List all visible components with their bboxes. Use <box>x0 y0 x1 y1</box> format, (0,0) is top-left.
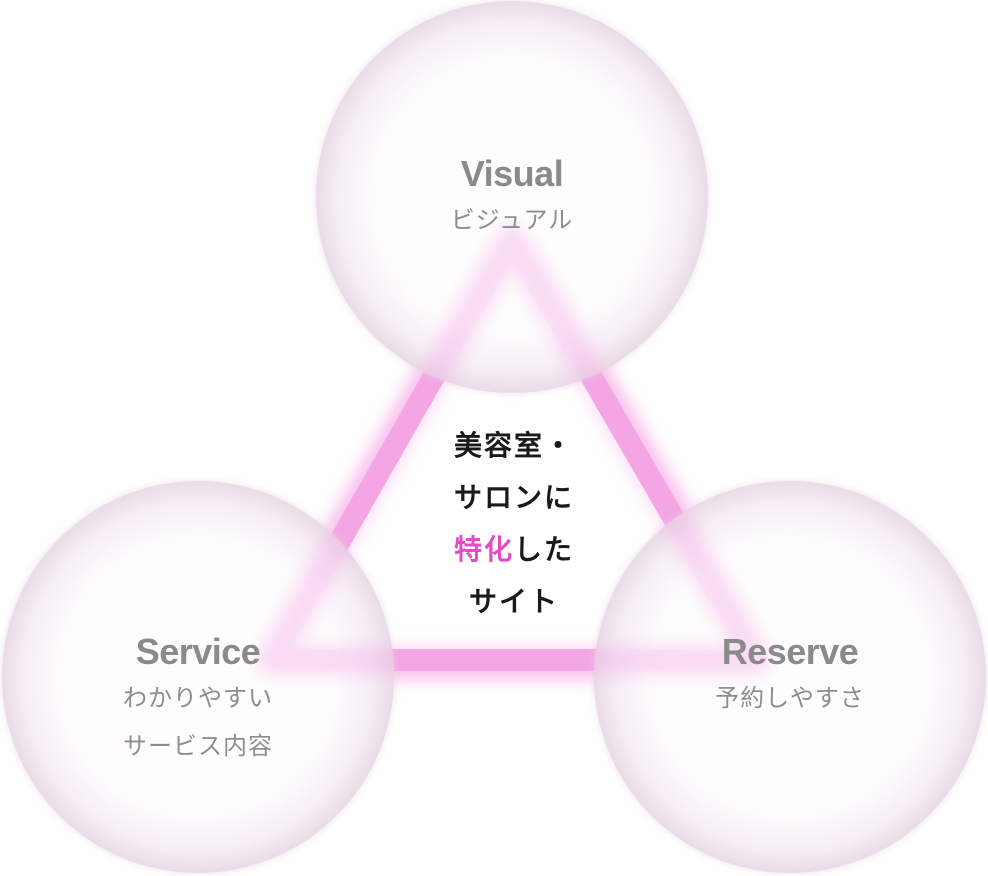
triangle-through-circles <box>257 225 771 675</box>
node-visual-subtitle: ビジュアル <box>450 206 574 234</box>
center-highlight: 特化 <box>453 533 514 566</box>
node-service-subtitle-1: わかりやすい <box>123 684 273 712</box>
center-caption: 美容室・ サロンに 特化した サイト <box>394 420 634 628</box>
center-line-3-rest: した <box>514 533 575 566</box>
node-reserve-title: Reserve <box>721 631 859 672</box>
node-reserve: Reserve 予約しやすさ <box>640 630 940 722</box>
node-visual-title: Visual <box>460 153 564 194</box>
center-line-3: 特化した <box>394 524 634 576</box>
center-line-1: 美容室・ <box>453 429 574 462</box>
node-service: Service わかりやすい サービス内容 <box>48 630 348 770</box>
circle-visual <box>314 0 710 395</box>
node-service-title: Service <box>135 631 261 672</box>
circle-service <box>0 479 396 875</box>
center-line-4: サイト <box>468 585 559 618</box>
center-line-2: サロンに <box>453 481 574 514</box>
node-visual: Visual ビジュアル <box>362 152 662 244</box>
node-reserve-subtitle: 予約しやすさ <box>715 684 865 712</box>
node-service-subtitle-2: サービス内容 <box>123 732 273 760</box>
